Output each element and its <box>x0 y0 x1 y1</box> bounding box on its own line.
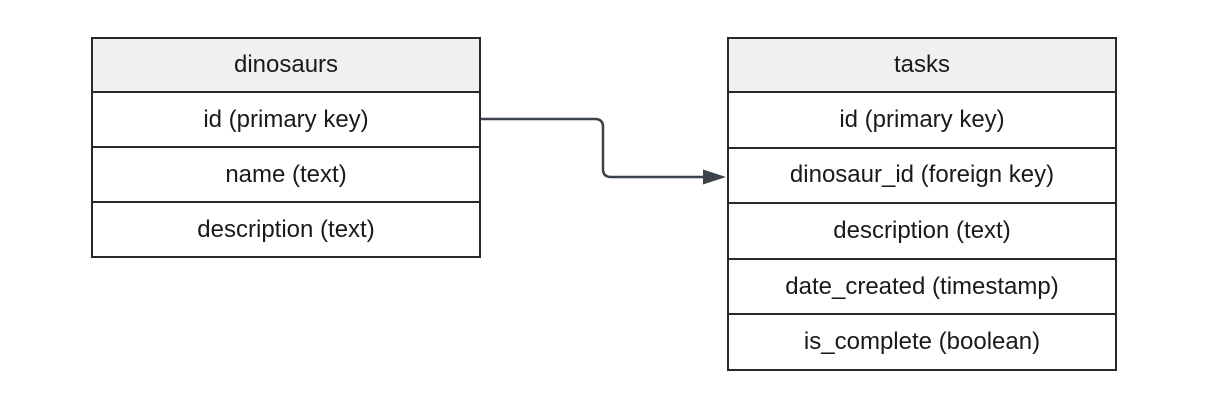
field-tasks-id: id (primary key) <box>729 93 1115 149</box>
table-title-tasks: tasks <box>729 39 1115 93</box>
table-rows-dinosaurs: id (primary key) name (text) description… <box>93 93 479 256</box>
field-dinosaurs-description: description (text) <box>93 203 479 256</box>
arrowhead-icon <box>703 169 726 185</box>
field-dinosaurs-id: id (primary key) <box>93 93 479 148</box>
table-title-dinosaurs: dinosaurs <box>93 39 479 93</box>
field-tasks-date-created: date_created (timestamp) <box>729 259 1115 316</box>
field-tasks-description: description (text) <box>729 204 1115 260</box>
table-rows-tasks: id (primary key) dinosaur_id (foreign ke… <box>729 93 1115 369</box>
field-tasks-dinosaur-id: dinosaur_id (foreign key) <box>729 148 1115 205</box>
connector-line <box>481 117 704 179</box>
field-tasks-is-complete: is_complete (boolean) <box>729 315 1115 369</box>
field-dinosaurs-name: name (text) <box>93 148 479 203</box>
er-table-tasks: tasks id (primary key) dinosaur_id (fore… <box>727 37 1117 371</box>
er-table-dinosaurs: dinosaurs id (primary key) name (text) d… <box>91 37 481 258</box>
